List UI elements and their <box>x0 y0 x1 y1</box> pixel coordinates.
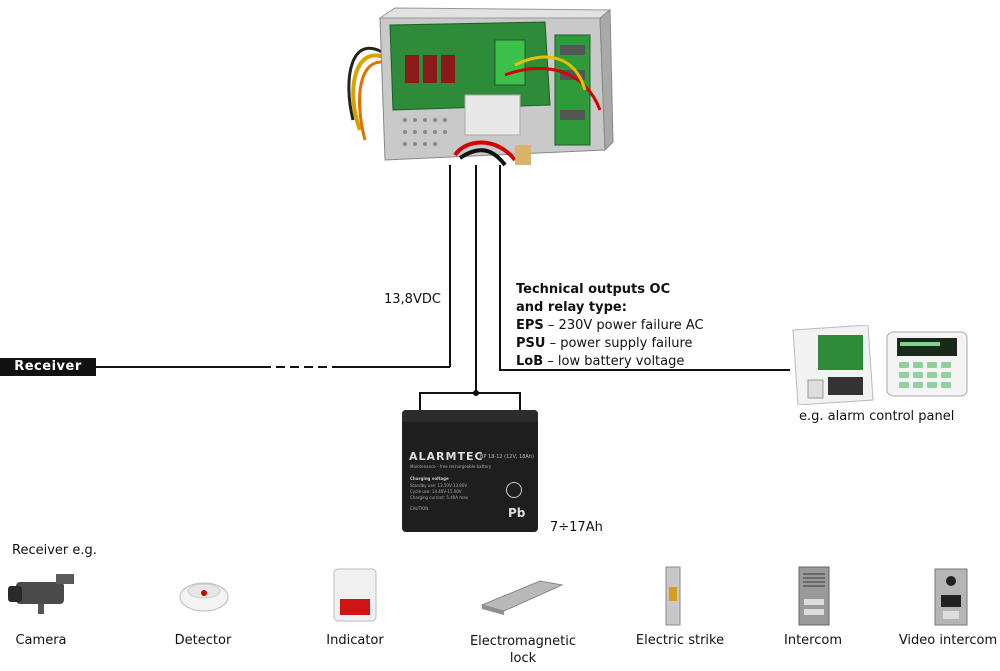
device-label-detector: Detector <box>174 633 232 648</box>
electric-strike-icon <box>660 565 686 627</box>
alarm-control-panel-image <box>788 324 878 406</box>
video-intercom-icon <box>933 567 969 627</box>
alarm-panel-label: e.g. alarm control panel <box>799 409 955 424</box>
intercom-icon <box>797 565 831 627</box>
voltage-label: 13,8VDC <box>384 292 441 307</box>
battery-subtitle: Maintenance - free rechargeable battery <box>410 464 492 469</box>
keypad-image <box>885 330 970 398</box>
output-item-psu: PSU – power supply failure <box>516 336 693 351</box>
battery-charging-line: Standby use: 13.50V-13.80V <box>410 483 468 488</box>
device-label-intercom: Intercom <box>784 633 842 648</box>
receiver-examples-label: Receiver e.g. <box>12 543 97 558</box>
battery-model: BP 18-12 (12V, 18Ah) <box>480 454 534 460</box>
smoke-detector-icon <box>178 575 230 615</box>
electromagnetic-lock-icon <box>480 575 565 617</box>
device-label-video-intercom: Video intercom <box>898 633 998 648</box>
outputs-title-line1: Technical outputs OC <box>516 282 671 297</box>
device-label-indicator: Indicator <box>326 633 384 648</box>
alarm-panel-wire <box>499 165 790 371</box>
recycle-icon <box>506 482 522 498</box>
battery-charging-line: Charging current: 5.40A max <box>410 495 469 500</box>
device-label-electromagnetic-lock: Electromagnetic lock <box>469 634 577 666</box>
receiver-tag: Receiver <box>0 358 96 376</box>
siren-indicator-icon <box>330 565 380 625</box>
output-item-eps: EPS – 230V power failure AC <box>516 318 704 333</box>
battery-caution: CAUTION <box>410 506 429 511</box>
device-label-camera: Camera <box>15 633 67 648</box>
battery-capacity-label: 7÷17Ah <box>550 520 603 535</box>
battery-charging-title: Charging voltage <box>410 476 449 481</box>
camera-icon <box>8 570 78 618</box>
battery-charging-line: Cycle use: 14.40V-15.00V <box>410 489 462 494</box>
battery-pb-label: Pb <box>508 506 526 520</box>
power-supply-unit-image <box>345 0 615 190</box>
outputs-title-line2: and relay type: <box>516 300 627 315</box>
device-label-electric-strike: Electric strike <box>635 633 725 648</box>
battery-image: ALARMTEC BP 18-12 (12V, 18Ah) Maintenanc… <box>402 410 538 532</box>
technical-outputs-description: Technical outputs OC and relay type: EPS… <box>516 281 704 371</box>
output-item-lob: LoB – low battery voltage <box>516 354 685 369</box>
battery-brand: ALARMTEC <box>409 450 484 463</box>
